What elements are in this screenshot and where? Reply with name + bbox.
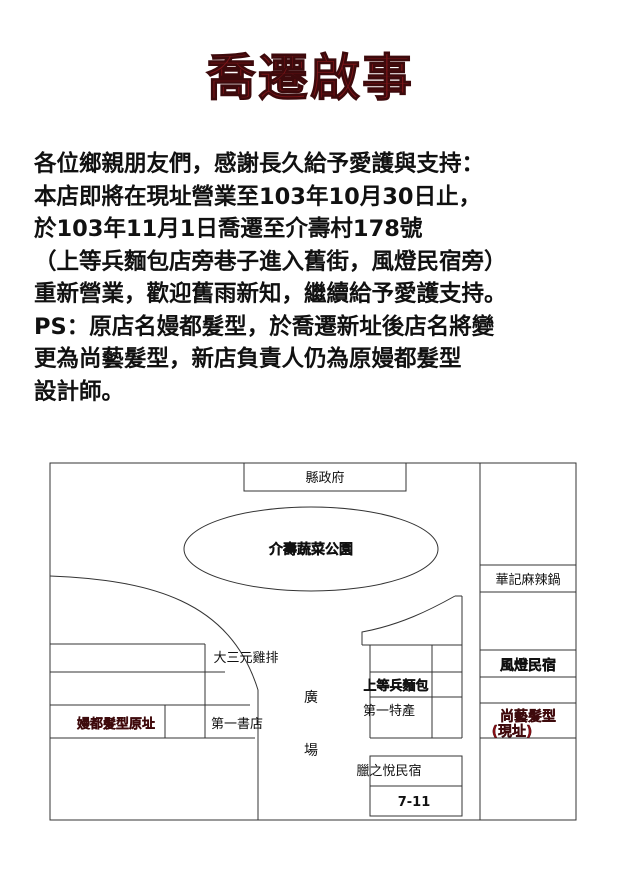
left-curve-road	[49, 575, 259, 820]
new-shop-label: 尚藝髮型	[500, 708, 556, 725]
notice-line: 重新營業，歡迎舊雨新知，繼續給予愛護支持。	[34, 281, 507, 307]
seven-eleven-box	[369, 785, 463, 817]
seven-eleven-label: 7-11	[398, 795, 431, 810]
map-frame	[49, 462, 577, 821]
notice-line: 各位鄉親朋友們，感謝長久給予愛護與支持：	[34, 151, 485, 177]
park-label: 介壽蔬菜公園	[268, 541, 353, 558]
notice-title: 喬遷啟事	[206, 49, 414, 108]
notice-line: 於103年11月1日喬遷至介壽村178號	[34, 216, 423, 242]
notice-line: （上等兵麵包店旁巷子進入舊街，風燈民宿旁）	[34, 248, 507, 275]
hotpot-label: 華記麻辣鍋	[495, 572, 560, 588]
minsu-label: 臘之悅民宿	[356, 763, 421, 779]
fengdeng-label: 風燈民宿	[500, 657, 556, 674]
plaza-label-1: 廣	[304, 689, 318, 706]
notice-line: 設計師。	[34, 378, 125, 405]
bookstore-label: 第一書店	[211, 717, 263, 732]
bakery-label: 上等兵麵包	[363, 678, 428, 694]
notice-body: 各位鄉親朋友們，感謝長久給予愛護與支持： 本店即將在現址營業至103年10月30…	[34, 148, 604, 408]
center-curve-road	[361, 595, 456, 645]
special-label: 第一特產	[363, 703, 415, 719]
county-office-label: 縣政府	[305, 471, 344, 486]
chicken-label: 大三元雞排	[213, 651, 278, 666]
county-office-box	[243, 462, 407, 492]
plaza-label-2: 場	[304, 743, 318, 759]
new-shop-sublabel: (現址)	[492, 723, 533, 740]
notice-line: 本店即將在現址營業至103年10月30日止，	[34, 183, 482, 210]
notice-line: 更為尚藝髮型，新店負責人仍為原嫚都髮型	[34, 346, 462, 372]
park-ellipse	[183, 506, 439, 592]
notice-line: PS：原店名嫚都髮型，於喬遷新址後店名將變	[34, 313, 495, 340]
old-shop-label: 嫚都髮型原址	[77, 716, 155, 732]
